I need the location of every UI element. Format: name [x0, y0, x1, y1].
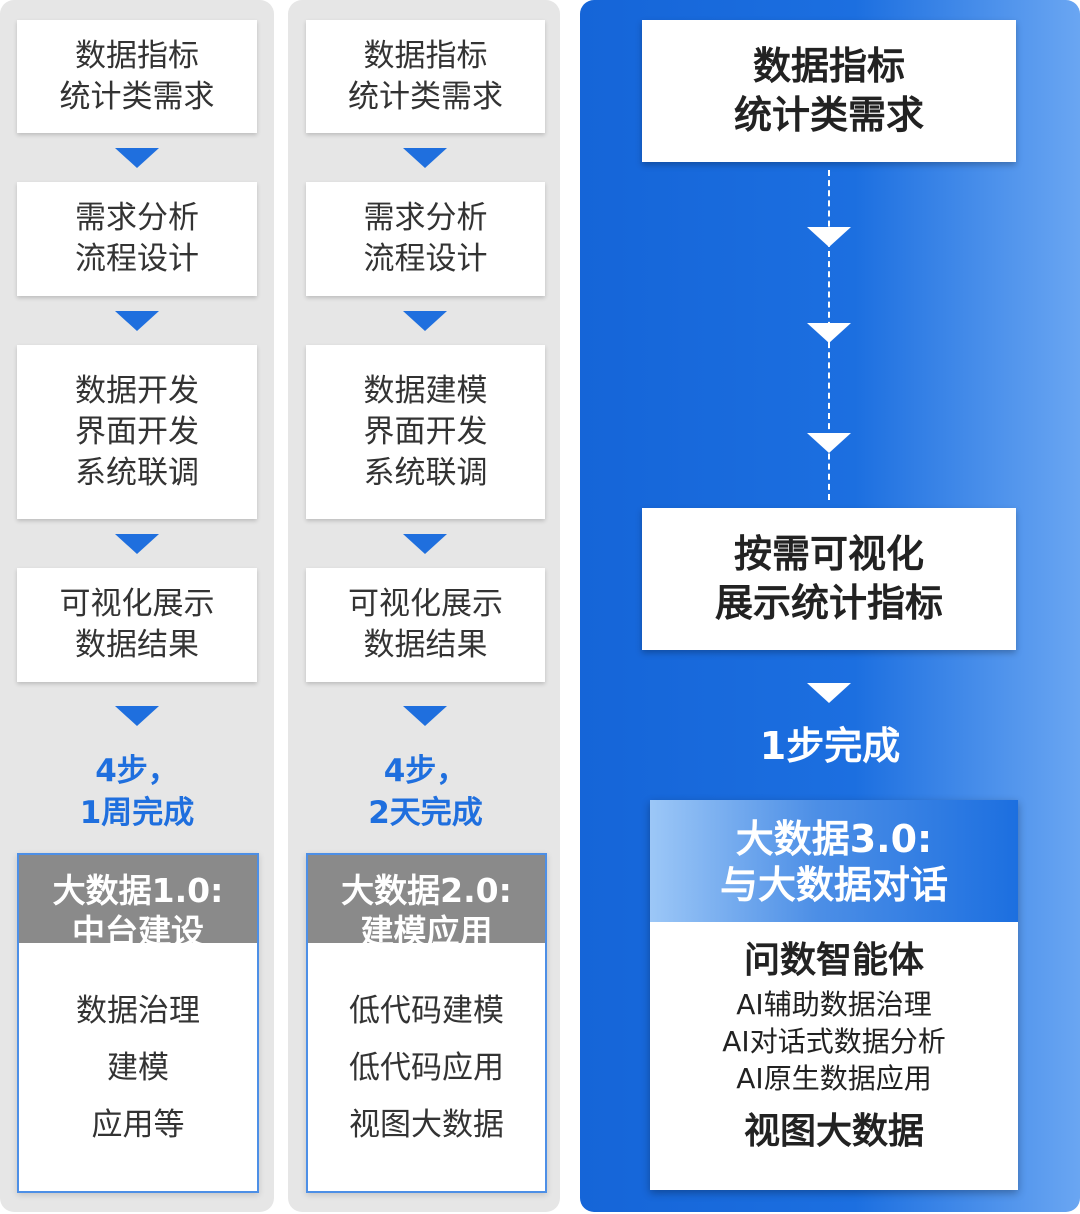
card-item: AI辅助数据治理	[736, 988, 932, 1021]
stage-card-body: 数据治理 建模 应用等	[19, 943, 257, 1154]
step-requirement: 数据指标 统计类需求	[642, 20, 1016, 162]
step-line: 数据建模	[363, 372, 488, 409]
step-line: 数据指标	[75, 37, 199, 74]
card-item: AI对话式数据分析	[722, 1025, 946, 1058]
step-modeling: 数据建模 界面开发 系统联调	[306, 345, 545, 519]
card-item: 数据治理	[76, 993, 200, 1029]
step-summary: 4步， 2天完成	[306, 750, 545, 834]
step-line: 统计类需求	[348, 78, 503, 115]
arrow-down-icon	[807, 433, 851, 453]
step-line: 数据开发	[75, 372, 199, 409]
title-line: 大数据1.0:	[52, 871, 224, 910]
title-line: 建模应用	[360, 912, 493, 951]
step-line: 统计类需求	[59, 78, 215, 115]
arrow-down-icon	[807, 683, 851, 703]
step-line: 需求分析	[75, 200, 199, 236]
stage-card-body: 低代码建模 低代码应用 视图大数据	[308, 943, 545, 1154]
step-line: 统计类需求	[733, 93, 924, 137]
step-line: 流程设计	[363, 241, 488, 277]
step-line: 展示统计指标	[714, 581, 943, 625]
step-analysis: 需求分析 流程设计	[17, 182, 257, 296]
title-line: 大数据3.0:	[735, 817, 933, 861]
arrow-down-icon	[403, 148, 447, 168]
step-development: 数据开发 界面开发 系统联调	[17, 345, 257, 519]
stage-card-1: 大数据1.0: 中台建设 数据治理 建模 应用等	[17, 853, 259, 1193]
step-line: 数据结果	[363, 627, 488, 663]
step-analysis: 需求分析 流程设计	[306, 182, 545, 296]
step-line: 数据指标	[363, 37, 488, 74]
step-line: 系统联调	[75, 454, 199, 491]
title-line: 与大数据对话	[719, 863, 948, 907]
step-line: 流程设计	[75, 241, 199, 277]
card-item: 低代码建模	[349, 993, 504, 1029]
stage-card-body: 问数智能体 AI辅助数据治理 AI对话式数据分析 AI原生数据应用 视图大数据	[650, 922, 1018, 1157]
card-item: 建模	[107, 1050, 169, 1086]
step-line: 界面开发	[363, 413, 488, 450]
card-item: AI原生数据应用	[736, 1062, 932, 1095]
step-visualization: 可视化展示 数据结果	[306, 568, 545, 682]
step-line: 需求分析	[363, 200, 488, 236]
arrow-down-icon	[115, 148, 159, 168]
step-line: 按需可视化	[733, 532, 924, 576]
stage-card-title: 大数据1.0: 中台建设	[19, 855, 257, 951]
summary-line: 2天完成	[368, 795, 483, 831]
step-on-demand-visualization: 按需可视化 展示统计指标	[642, 508, 1016, 650]
step-line: 数据结果	[75, 627, 199, 663]
arrow-down-icon	[403, 311, 447, 331]
stage-card-2: 大数据2.0: 建模应用 低代码建模 低代码应用 视图大数据	[306, 853, 547, 1193]
step-line: 界面开发	[75, 413, 199, 450]
arrow-down-icon	[403, 706, 447, 726]
arrow-down-icon	[115, 534, 159, 554]
step-requirement: 数据指标 统计类需求	[306, 20, 545, 133]
summary-line: 4步，	[383, 753, 468, 789]
arrow-down-icon	[807, 227, 851, 247]
card-footer: 视图大数据	[743, 1111, 924, 1152]
step-line: 可视化展示	[59, 586, 215, 622]
step-requirement: 数据指标 统计类需求	[17, 20, 257, 133]
arrow-down-icon	[403, 534, 447, 554]
card-item: 应用等	[91, 1107, 185, 1143]
summary-line: 1周完成	[79, 795, 195, 831]
title-line: 中台建设	[72, 912, 204, 951]
step-line: 系统联调	[363, 454, 488, 491]
arrow-down-icon	[115, 311, 159, 331]
step-summary: 4步， 1周完成	[17, 750, 257, 834]
title-line: 大数据2.0:	[341, 871, 512, 910]
stage-card-3: 大数据3.0: 与大数据对话 问数智能体 AI辅助数据治理 AI对话式数据分析 …	[650, 800, 1018, 1190]
step-summary: 1步完成	[759, 724, 901, 768]
stage-card-title: 大数据2.0: 建模应用	[308, 855, 545, 951]
arrow-down-icon	[115, 706, 159, 726]
card-headline: 问数智能体	[743, 940, 924, 981]
step-line: 数据指标	[752, 44, 905, 88]
stage-card-title: 大数据3.0: 与大数据对话	[650, 800, 1018, 922]
card-item: 低代码应用	[349, 1050, 504, 1086]
step-line: 可视化展示	[348, 586, 503, 622]
step-visualization: 可视化展示 数据结果	[17, 568, 257, 682]
card-item: 视图大数据	[349, 1107, 504, 1143]
arrow-down-icon	[807, 323, 851, 343]
summary-line: 4步，	[95, 753, 179, 789]
